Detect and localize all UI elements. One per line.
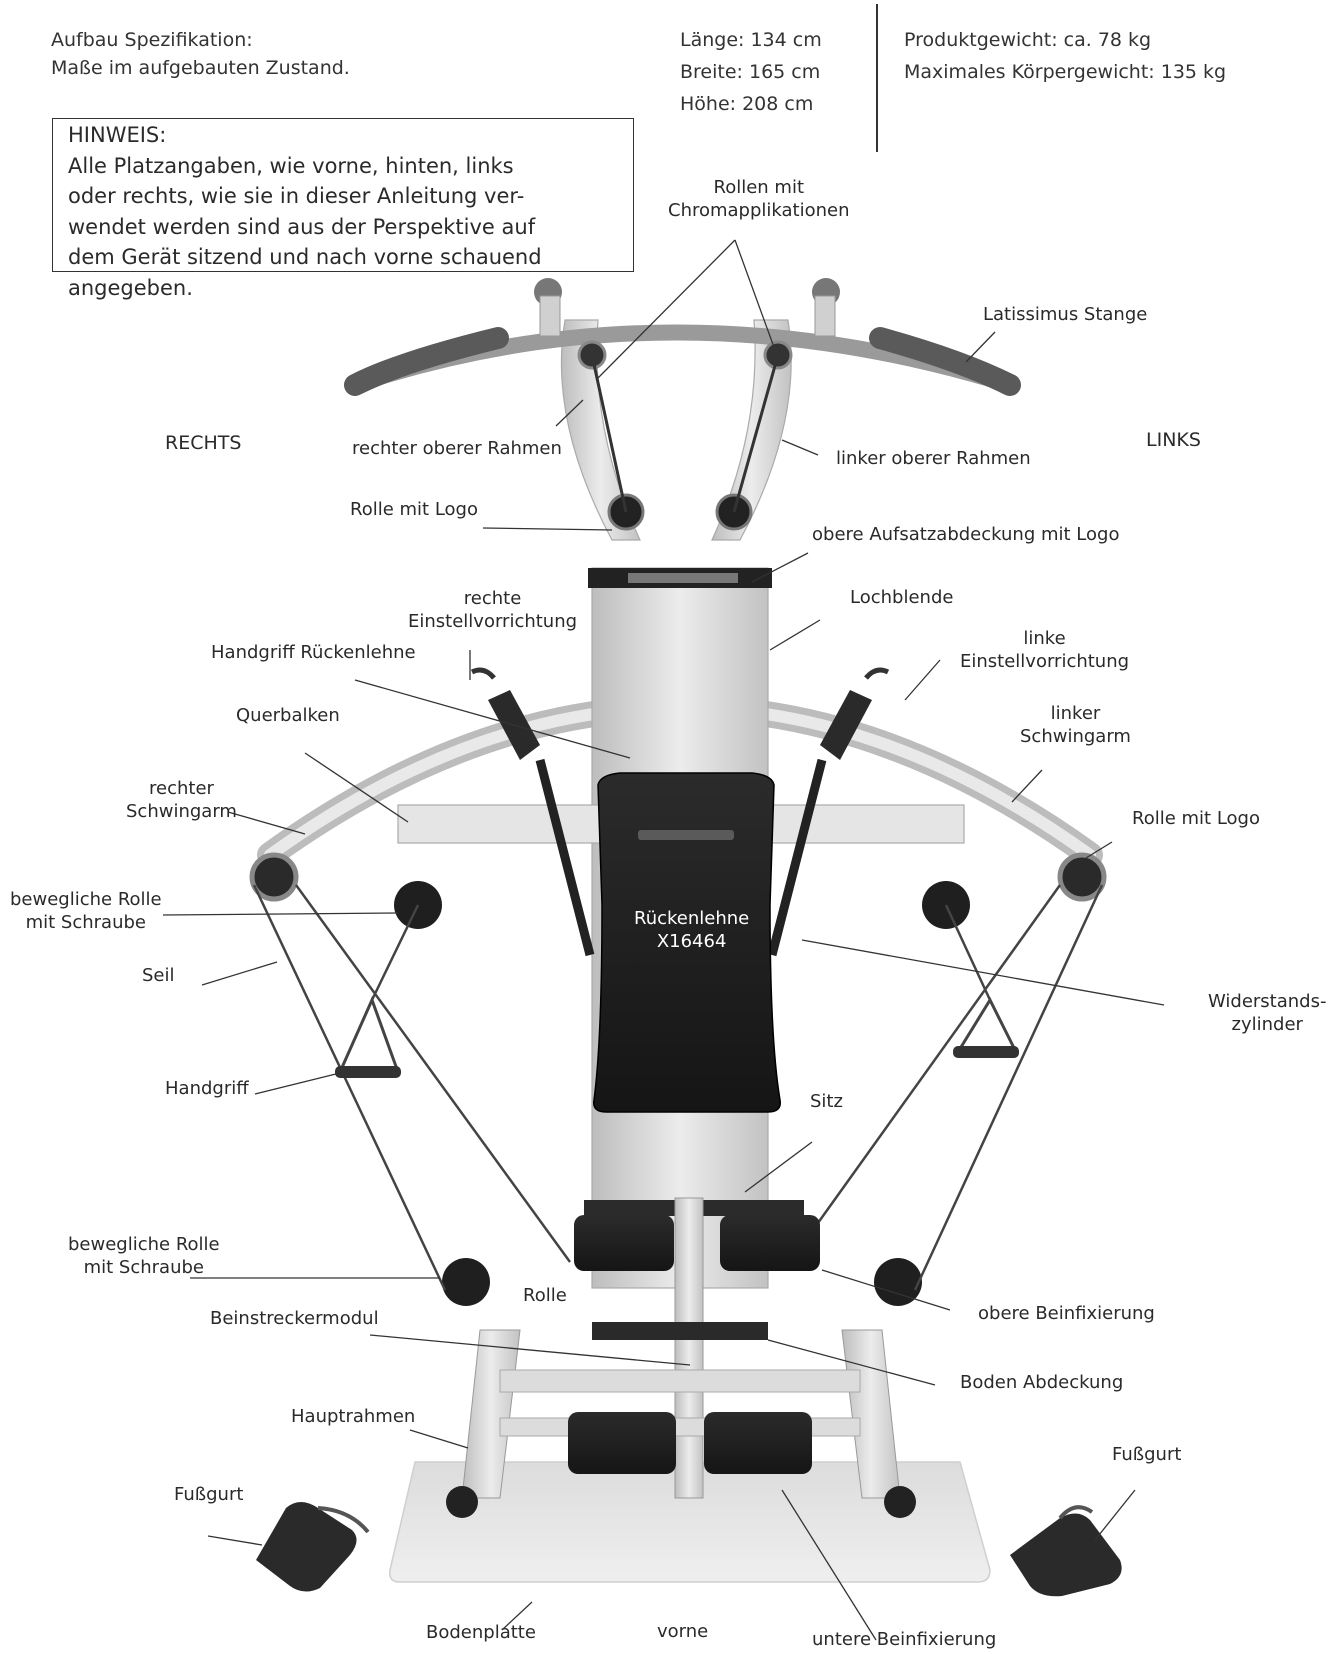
label-rolle-mit-logo-right: Rolle mit Logo (1132, 808, 1260, 829)
label-querbalken: Querbalken (236, 705, 340, 726)
note-line: angegeben. (68, 275, 193, 300)
label-line: Rückenlehne (634, 908, 750, 929)
label-line: rechter (149, 778, 214, 799)
label-sitz: Sitz (810, 1091, 843, 1112)
label-bewegliche-rolle-1: bewegliche Rolle mit Schraube (10, 888, 162, 934)
note-box (52, 118, 634, 272)
floor-plate (388, 1461, 991, 1583)
label-linker-oberer-rahmen: linker oberer Rahmen (836, 448, 1031, 469)
label-links: LINKS (1146, 429, 1201, 451)
label-line: Einstellvorrichtung (408, 611, 578, 632)
leg-extension (674, 1197, 704, 1499)
label-line: mit Schraube (25, 912, 146, 933)
label-untere-beinfixierung: untere Beinfixierung (812, 1629, 997, 1650)
spec-title-line: Aufbau Spezifikation: (51, 29, 253, 51)
label-widerstandszylinder: Widerstands- zylinder (1208, 990, 1326, 1036)
spec-height: Höhe: 208 cm (680, 93, 814, 115)
label-handgriff-rueckenlehne: Handgriff Rückenlehne (211, 642, 416, 663)
label-boden-abdeckung: Boden Abdeckung (960, 1372, 1124, 1393)
spec-dimensions: Länge: 134 cm Breite: 165 cm Höhe: 208 c… (680, 24, 822, 120)
label-lochblende: Lochblende (850, 587, 954, 608)
label-line: mit Schraube (83, 1257, 204, 1278)
label-rueckenlehne: Rückenlehne X16464 (634, 907, 749, 953)
foot-strap-right (1010, 1513, 1122, 1597)
label-seil: Seil (142, 965, 175, 986)
label-hauptrahmen: Hauptrahmen (291, 1406, 416, 1427)
spec-width: Breite: 165 cm (680, 61, 821, 83)
label-vorne: vorne (657, 1621, 709, 1642)
label-line: Rollen mit (713, 177, 805, 198)
label-fussgurt-right: Fußgurt (1112, 1444, 1182, 1465)
label-line: bewegliche Rolle (68, 1234, 220, 1255)
label-fussgurt-left: Fußgurt (174, 1484, 244, 1505)
spec-max-weight: Maximales Körpergewicht: 135 kg (904, 61, 1227, 83)
lower-leg-pad-right (568, 1412, 676, 1474)
label-line: Schwingarm (1020, 726, 1131, 747)
note-line: dem Gerät sitzend und nach vorne schauen… (68, 245, 542, 269)
lower-leg-pad-left (704, 1412, 812, 1474)
spec-divider (876, 4, 878, 152)
label-rollen-chromapplikationen: Rollen mit Chromapplikationen (668, 176, 850, 222)
label-obere-beinfixierung: obere Beinfixierung (978, 1303, 1155, 1324)
label-line: Widerstands- (1208, 991, 1327, 1012)
label-line: Chromapplikationen (668, 200, 850, 221)
label-linke-einstellvorrichtung: linke Einstellvorrichtung (960, 627, 1129, 673)
spec-title: Aufbau Spezifikation: Maße im aufgebaute… (51, 24, 350, 84)
spec-subtitle-line: Maße im aufgebauten Zustand. (51, 57, 350, 79)
label-rechter-oberer-rahmen: rechter oberer Rahmen (352, 438, 562, 459)
label-line: Schwingarm (126, 801, 237, 822)
note-title: HINWEIS: (68, 123, 167, 147)
seat-pad-right (574, 1215, 674, 1271)
note-line: oder rechts, wie sie in dieser Anleitung… (68, 184, 525, 208)
backrest (593, 772, 781, 1113)
label-handgriff: Handgriff (165, 1078, 249, 1099)
label-line: linker (1050, 703, 1101, 724)
spec-weights: Produktgewicht: ca. 78 kg Maximales Körp… (904, 24, 1226, 88)
label-line: zylinder (1231, 1014, 1303, 1035)
spec-product-weight: Produktgewicht: ca. 78 kg (904, 29, 1152, 51)
label-rechts: RECHTS (165, 432, 242, 454)
label-rolle-mit-logo-top: Rolle mit Logo (350, 499, 478, 520)
label-line: Einstellvorrichtung (960, 651, 1130, 672)
label-linker-schwingarm: linker Schwingarm (1020, 702, 1131, 748)
pulley-left (1057, 852, 1107, 902)
spec-length: Länge: 134 cm (680, 29, 822, 51)
label-rechte-einstellvorrichtung: rechte Einstellvorrichtung (408, 587, 577, 633)
label-line: X16464 (656, 931, 727, 952)
label-line: bewegliche Rolle (10, 889, 162, 910)
label-obere-aufsatzabdeckung: obere Aufsatzabdeckung mit Logo (812, 524, 1120, 545)
label-line: rechte (463, 588, 522, 609)
label-rolle: Rolle (523, 1285, 567, 1306)
cable (252, 884, 572, 1291)
seat-pad-left (720, 1215, 820, 1271)
label-bodenplatte: Bodenplatte (426, 1622, 536, 1643)
foot-strap-left (256, 1502, 357, 1592)
label-latissimus-stange: Latissimus Stange (983, 304, 1148, 325)
note-text: HINWEIS: Alle Platzangaben, wie vorne, h… (68, 120, 542, 303)
note-line: Alle Platzangaben, wie vorne, hinten, li… (68, 153, 514, 178)
pulley-right (249, 852, 299, 902)
note-line: wendet werden sind aus der Perspektive a… (68, 214, 536, 239)
label-rechter-schwingarm: rechter Schwingarm (126, 777, 237, 823)
label-line: linke (1023, 628, 1066, 649)
label-beinstreckermodul: Beinstreckermodul (210, 1308, 379, 1329)
label-bewegliche-rolle-2: bewegliche Rolle mit Schraube (68, 1233, 220, 1279)
leader-lines (162, 239, 1165, 1641)
